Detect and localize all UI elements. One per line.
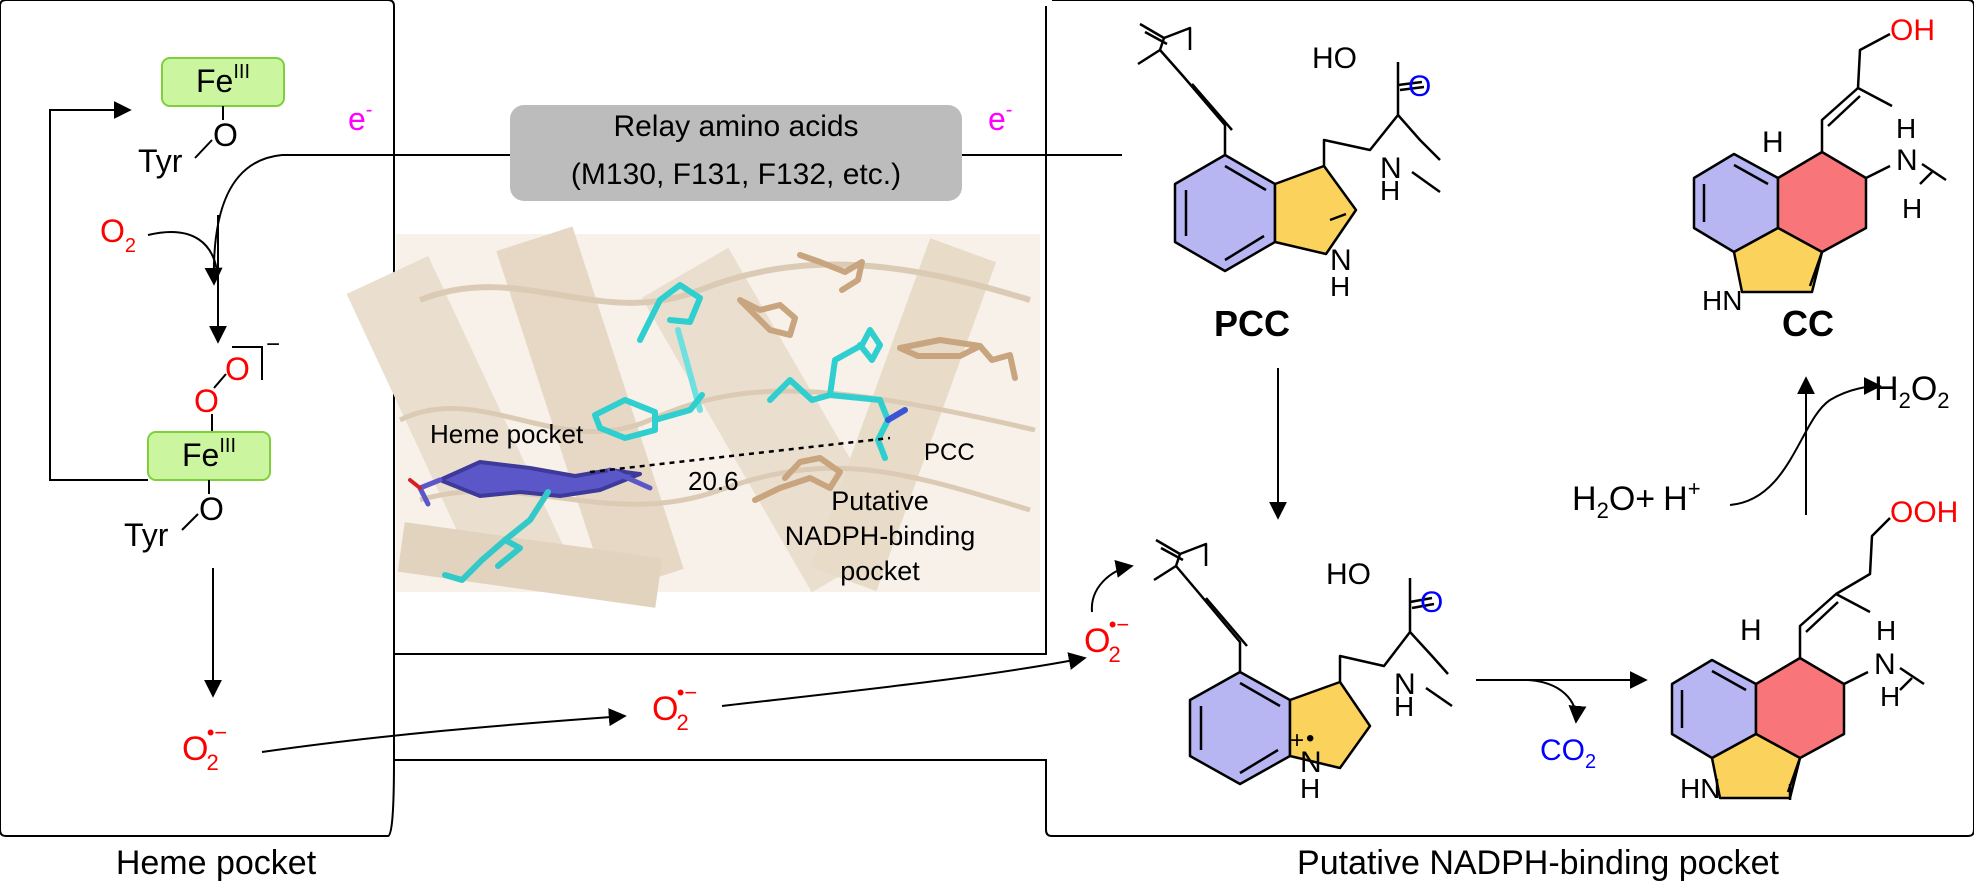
cc-name: CC	[1782, 303, 1834, 344]
superoxide-attack-arrow	[1090, 560, 1134, 613]
radical-nh-h: H	[1394, 691, 1414, 722]
hydroperoxide-h-nh: H	[1876, 615, 1896, 646]
relay-residues	[592, 252, 1018, 503]
h2o2-product: H2O2	[1874, 370, 1950, 413]
pcc-indole-n: N	[1330, 244, 1352, 277]
radical-cation-molecule	[1153, 538, 1449, 786]
hydroperoxide-ooh: OOH	[1890, 496, 1958, 529]
electron-left: e-	[348, 99, 372, 137]
cc-h-stereo: H	[1902, 193, 1922, 224]
pcc-carbonyl-o: O	[1408, 70, 1431, 103]
tyr-top: Tyr	[138, 143, 183, 179]
pcc-name: PCC	[1214, 303, 1290, 344]
protein-structure-inset	[346, 226, 1040, 608]
co2-release-curve	[1527, 679, 1587, 724]
relay-amino-acids-box	[510, 105, 962, 201]
superoxide-transfer-arrow-2	[721, 652, 1087, 707]
hydroperoxide-molecule	[1670, 517, 1913, 800]
radical-ho: HO	[1326, 558, 1371, 591]
relay-label-line1: Relay amino acids	[613, 110, 858, 143]
heme-pocket-panel	[0, 0, 395, 837]
superoxide-right: O2•−	[1084, 612, 1129, 667]
tyrosine-ligand	[442, 489, 551, 583]
nadph-pocket-panel	[394, 0, 1974, 837]
pcc-ho: HO	[1312, 42, 1357, 75]
distance-label: 20.6	[688, 466, 739, 496]
water-proton: H2O+H+	[1572, 476, 1701, 523]
o2-curve-arrow	[147, 231, 219, 286]
water-curve-arrow	[1729, 377, 1882, 506]
putative-inset-label-3: pocket	[840, 556, 920, 586]
relay-label-line2: (M130, F131, F132, etc.)	[571, 158, 901, 191]
radical-carbonyl-o: O	[1420, 586, 1443, 619]
cc-hn: HN	[1702, 285, 1742, 316]
inset-panel	[394, 6, 1047, 655]
fe-label-middle: FeIII	[182, 435, 236, 473]
o-superoxo-2: O	[225, 351, 250, 387]
hydroperoxide-h-left: H	[1740, 614, 1762, 647]
o2-reactant: O2	[100, 213, 136, 257]
superoxide-left: O2•−	[182, 720, 227, 775]
o-middle: O	[199, 491, 224, 527]
radical-indole-h: H	[1300, 773, 1320, 804]
radical-dot: •	[1306, 725, 1314, 752]
cc-h-left: H	[1762, 126, 1784, 159]
hydroperoxide-hn: HN	[1680, 773, 1720, 804]
pcc-nh-h: H	[1380, 175, 1400, 206]
cc-n: N	[1896, 144, 1918, 177]
superoxide-middle: O2•−	[652, 680, 697, 735]
nadph-pocket-caption: Putative NADPH-binding pocket	[1297, 844, 1779, 882]
radical-nh: N	[1394, 668, 1416, 701]
hydroperoxide-h-stereo: H	[1880, 681, 1900, 712]
putative-inset-label-1: Putative	[831, 486, 929, 516]
hydroperoxide-n: N	[1874, 648, 1896, 681]
charge-bracket	[232, 346, 263, 380]
o-superoxo-1: O	[194, 383, 219, 419]
charge-minus: −	[266, 331, 280, 358]
radical-plus-sign: +	[1290, 727, 1304, 754]
pcc-nh: N	[1380, 152, 1402, 185]
pcc-inset-label: PCC	[924, 439, 975, 466]
electron-curve-arrow	[204, 154, 283, 286]
electron-right: e-	[988, 99, 1012, 137]
pcc-molecule	[1137, 22, 1441, 273]
cycle-return-arrow	[49, 101, 148, 481]
heme-molecule	[408, 460, 653, 507]
superoxide-transfer-arrow-1	[261, 708, 627, 753]
cc-oh: OH	[1890, 14, 1935, 47]
tyr-middle: Tyr	[124, 517, 169, 553]
radical-indole-n: N	[1300, 746, 1322, 779]
co2-product: CO2	[1540, 734, 1596, 773]
distance-line	[589, 436, 891, 474]
cc-nh-h: H	[1896, 113, 1916, 144]
cc-molecule	[1692, 32, 1933, 294]
pcc-indole-h: H	[1330, 271, 1350, 302]
fe-label-top: FeIII	[196, 61, 250, 99]
heme-pocket-inset-label: Heme pocket	[430, 419, 584, 449]
putative-inset-label-2: NADPH-binding	[785, 521, 976, 551]
heme-pocket-caption: Heme pocket	[116, 844, 317, 882]
o-top: O	[213, 117, 238, 153]
